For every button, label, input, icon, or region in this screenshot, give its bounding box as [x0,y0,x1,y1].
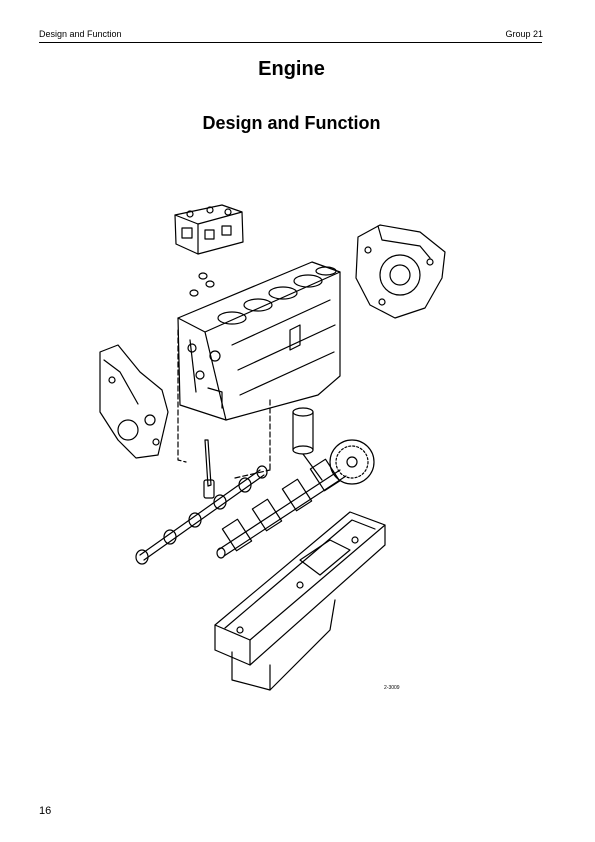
header-group-label: Group 21 [505,29,543,39]
header-rule [39,42,542,43]
cylinder-head-drawing [174,204,244,255]
engine-block-drawing [177,261,341,421]
section-heading: Design and Function [202,113,381,133]
page-number: 16 [39,805,52,817]
header-section-title: Design and Function [39,29,122,39]
assembly-guide-lines [177,329,271,479]
seal-rings-drawing [189,272,215,297]
flywheel-housing-drawing [355,224,446,319]
crankshaft-drawing [216,439,375,559]
figure-code: 2-3009 [384,685,400,691]
camshaft-drawing [135,465,268,565]
engine-exploded-illustration [99,204,446,691]
cam-follower-drawing [203,439,215,499]
piston-drawing [292,407,323,481]
timing-cover-drawing [99,344,169,459]
page-title: Engine [258,58,325,80]
oil-pan-drawing [214,511,386,691]
